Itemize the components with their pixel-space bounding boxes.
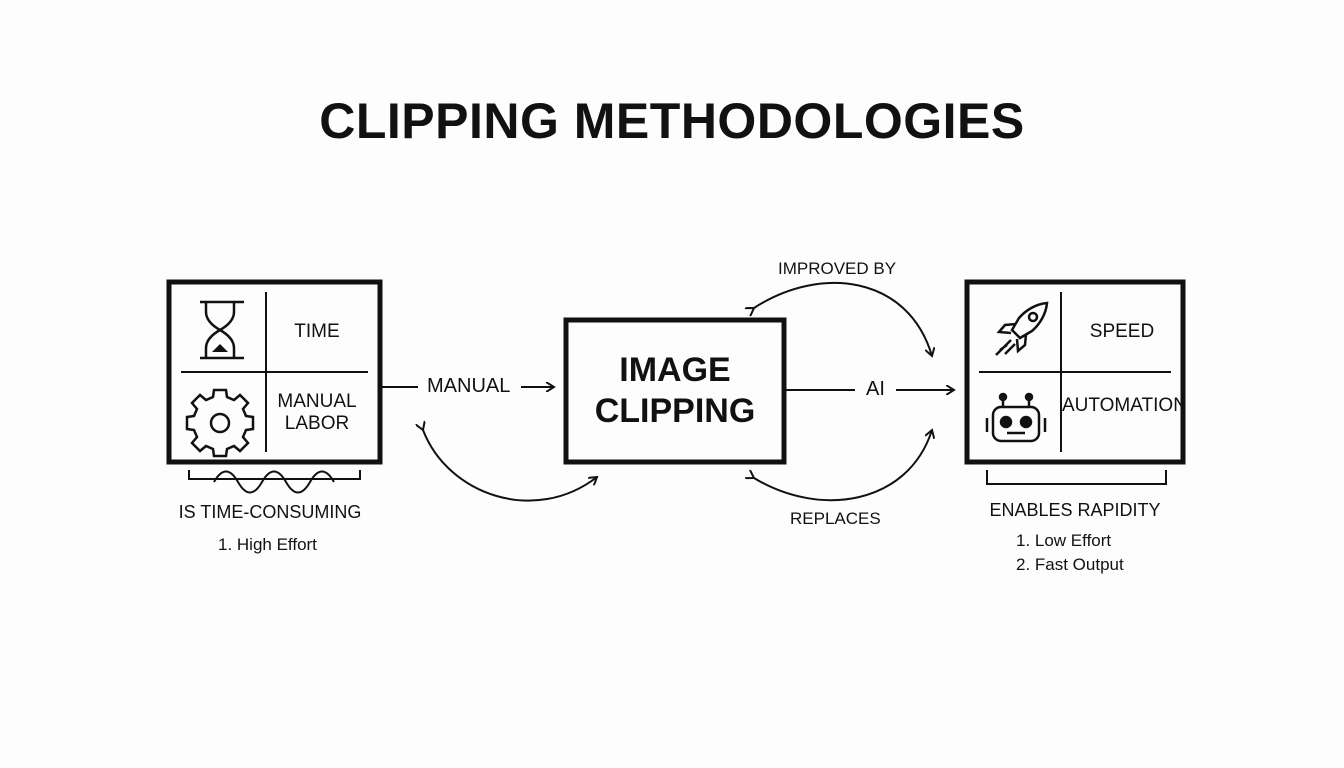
right-brace xyxy=(986,470,1167,485)
manual-flow-label: MANUAL xyxy=(427,375,511,397)
right-caption: ENABLES RAPIDITY xyxy=(989,500,1161,520)
left-bottom-label: MANUAL LABOR xyxy=(267,391,367,435)
left-brace xyxy=(188,470,361,494)
improved-by-label: IMPROVED BY xyxy=(778,259,897,278)
right-list: 1. Low Effort 2. Fast Output xyxy=(1016,529,1124,577)
left-list-item: 1. High Effort xyxy=(218,535,317,554)
hourglass-icon xyxy=(200,300,244,360)
right-list-item: 1. Low Effort xyxy=(1016,531,1112,550)
right-box xyxy=(964,279,1186,465)
left-caption: IS TIME-CONSUMING xyxy=(178,502,362,522)
bottom-right-arc xyxy=(754,430,932,502)
replaces-label: REPLACES xyxy=(790,509,881,528)
gear-icon xyxy=(185,388,255,458)
center-label-line1: IMAGE xyxy=(619,351,731,389)
center-box xyxy=(563,317,787,465)
page-title: CLIPPING METHODOLOGIES xyxy=(319,93,1025,149)
left-list: 1. High Effort xyxy=(218,533,317,557)
left-bottom-label-line1: MANUAL xyxy=(277,391,357,412)
top-right-arc xyxy=(754,281,932,356)
left-bottom-label-line2: LABOR xyxy=(284,413,350,434)
left-box xyxy=(166,279,383,465)
center-label: IMAGE CLIPPING xyxy=(566,350,784,432)
left-top-label: TIME xyxy=(294,321,340,342)
center-label-line2: CLIPPING xyxy=(594,392,756,430)
right-bottom-label: AUTOMATION xyxy=(1062,395,1187,416)
ai-flow-label: AI xyxy=(866,378,885,400)
right-list-item: 2. Fast Output xyxy=(1016,555,1124,574)
rocket-icon xyxy=(995,301,1049,356)
robot-icon xyxy=(985,392,1047,443)
right-top-label: SPEED xyxy=(1089,321,1155,342)
left-lower-arc xyxy=(423,430,597,502)
